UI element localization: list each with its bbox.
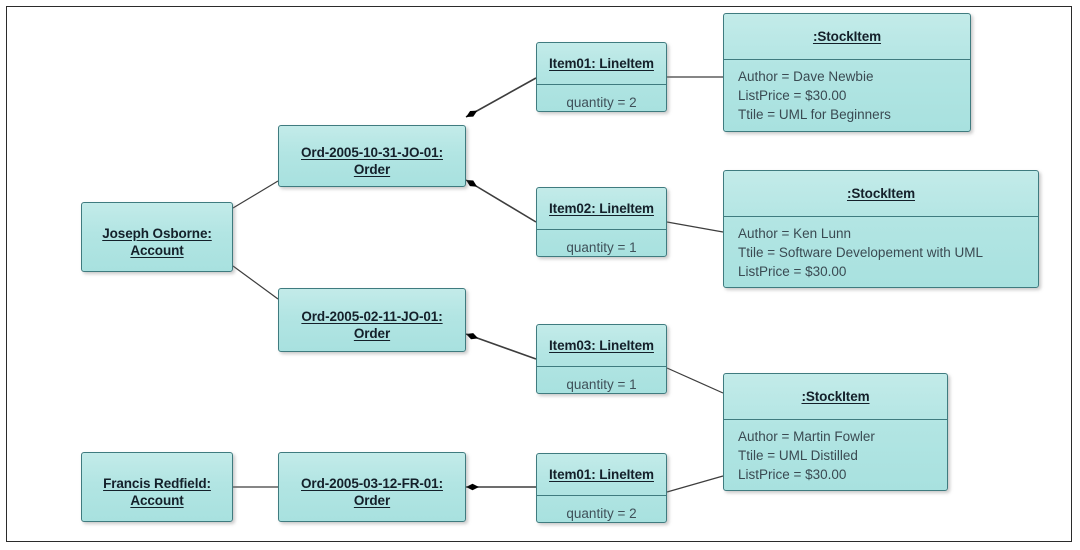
object-attribute: quantity = 1: [566, 240, 637, 256]
attribute-compartment: quantity = 1: [537, 367, 666, 393]
attribute-compartment: quantity = 2: [537, 496, 666, 522]
object-title: Joseph Osborne: Account: [82, 203, 232, 271]
object-title: :StockItem: [724, 14, 970, 59]
object-title-line: Order: [353, 326, 391, 341]
object-title-line: Item01: LineItem: [549, 467, 654, 483]
object-title-line: Joseph Osborne:: [102, 225, 212, 241]
attribute-compartment: quantity = 1: [537, 230, 666, 256]
order-object-ord-2005-02-11-jo-01[interactable]: Ord-2005-02-11-JO-01: Order: [278, 288, 466, 352]
object-attribute: Author = Dave Newbie: [738, 69, 874, 84]
object-title-line: Francis Redfield:: [103, 475, 211, 491]
object-title-line: Ord-2005-03-12-FR-01:: [301, 475, 443, 491]
attribute-compartment: quantity = 2: [537, 85, 666, 111]
object-title-line: Account: [130, 243, 184, 258]
object-attribute: ListPrice = $30.00: [738, 264, 847, 280]
object-title-line: :StockItem: [801, 389, 870, 405]
compartment-divider: [724, 59, 970, 60]
order-object-ord-2005-03-12-fr-01[interactable]: Ord-2005-03-12-FR-01: Order: [278, 452, 466, 522]
object-attribute: quantity = 2: [566, 95, 637, 111]
lineitem-object-item03[interactable]: Item03: LineItem quantity = 1: [536, 324, 667, 394]
object-title: Ord-2005-10-31-JO-01: Order: [279, 126, 465, 186]
object-title: :StockItem: [724, 171, 1038, 216]
account-object-francis-redfield[interactable]: Francis Redfield: Account: [81, 452, 233, 522]
object-title: Item03: LineItem: [537, 325, 666, 366]
object-attribute: Author = Martin Fowler: [738, 429, 875, 444]
order-object-ord-2005-10-31-jo-01[interactable]: Ord-2005-10-31-JO-01: Order: [278, 125, 466, 187]
object-title-line: Order: [353, 493, 391, 508]
object-title: Ord-2005-03-12-FR-01: Order: [279, 453, 465, 521]
object-title-line: Account: [130, 493, 184, 508]
compartment-divider: [537, 495, 666, 496]
compartment-divider: [537, 366, 666, 367]
object-title-line: Ord-2005-02-11-JO-01:: [301, 308, 443, 324]
object-title-line: Item03: LineItem: [549, 338, 654, 354]
object-title-line: Item01: LineItem: [549, 56, 654, 72]
object-attribute: Ttile = UML Distilled: [738, 448, 858, 464]
compartment-divider: [724, 216, 1038, 217]
object-attribute: Ttile = Software Developement with UML: [738, 245, 983, 261]
object-title-line: :StockItem: [812, 29, 882, 45]
lineitem-object-item01-a[interactable]: Item01: LineItem quantity = 2: [536, 42, 667, 112]
object-attribute: Ttile = UML for Beginners: [738, 107, 891, 123]
object-title: :StockItem: [724, 374, 947, 419]
object-title: Francis Redfield: Account: [82, 453, 232, 521]
object-attribute: Author = Ken Lunn: [738, 226, 851, 241]
object-title-line: Order: [353, 162, 391, 177]
lineitem-object-item02[interactable]: Item02: LineItem quantity = 1: [536, 187, 667, 257]
object-attribute: ListPrice = $30.00: [738, 467, 847, 483]
object-attribute: quantity = 2: [566, 506, 637, 522]
object-attribute: quantity = 1: [566, 377, 637, 393]
compartment-divider: [724, 419, 947, 420]
object-attribute: ListPrice = $30.00: [738, 88, 847, 104]
object-title: Item01: LineItem: [537, 454, 666, 495]
compartment-divider: [537, 229, 666, 230]
object-title: Ord-2005-02-11-JO-01: Order: [279, 289, 465, 351]
object-title-line: Item02: LineItem: [549, 201, 654, 217]
object-title: Item01: LineItem: [537, 43, 666, 84]
compartment-divider: [537, 84, 666, 85]
account-object-joseph-osborne[interactable]: Joseph Osborne: Account: [81, 202, 233, 272]
object-title: Item02: LineItem: [537, 188, 666, 229]
object-title-line: :StockItem: [846, 186, 916, 202]
object-title-line: Ord-2005-10-31-JO-01:: [301, 144, 443, 160]
lineitem-object-item01-b[interactable]: Item01: LineItem quantity = 2: [536, 453, 667, 523]
